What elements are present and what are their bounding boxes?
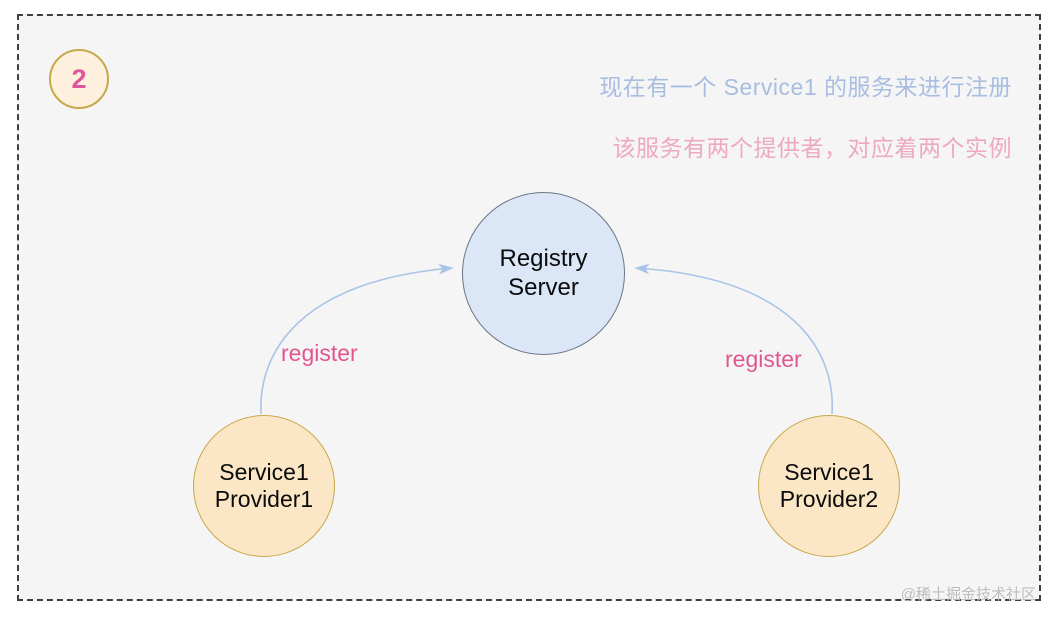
watermark: @稀土掘金技术社区 (900, 586, 1036, 603)
node-registry-label-line1: Registry (499, 245, 588, 273)
edge-register-right (634, 263, 834, 415)
step-badge: 2 (49, 49, 109, 109)
annotation-line-1: 现在有一个 Service1 的服务来进行注册 (599, 74, 1012, 100)
node-registry-label-line2: Server (508, 273, 579, 301)
node-provider2-label-line2: Provider2 (779, 486, 879, 512)
node-provider1-label-line2: Provider1 (214, 486, 314, 512)
node-provider2-label-line1: Service1 (784, 458, 874, 485)
step-badge-number: 2 (71, 63, 87, 94)
edge-label-register-right: register (725, 346, 802, 372)
edge-register-left (260, 263, 454, 415)
node-service1-provider2[interactable]: Service1 Provider2 (758, 415, 900, 557)
node-provider1-label-line1: Service1 (219, 458, 309, 485)
node-registry-server[interactable]: Registry Server (462, 192, 625, 355)
annotation-line-2: 该服务有两个提供者，对应着两个实例 (612, 135, 1012, 161)
edge-label-register-left: register (281, 340, 358, 366)
node-service1-provider1[interactable]: Service1 Provider1 (193, 415, 335, 557)
